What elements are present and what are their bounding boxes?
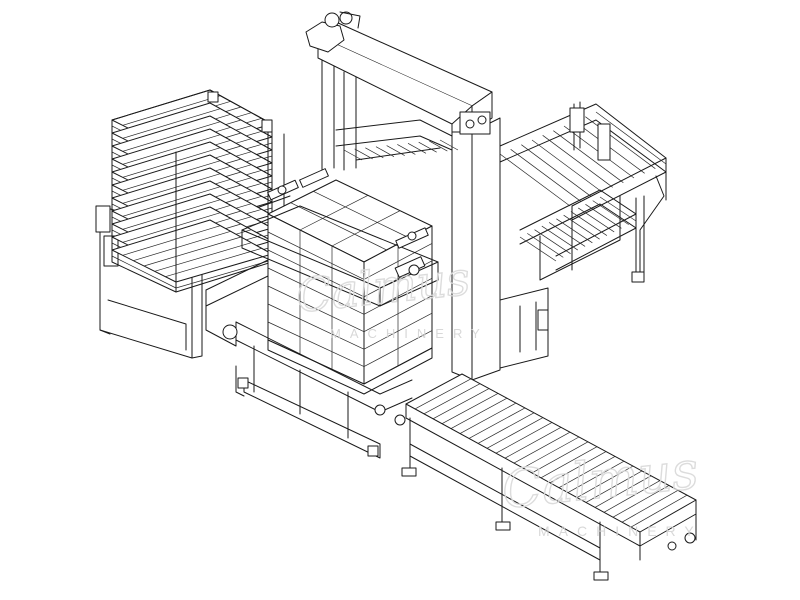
box-edge [299,195,369,231]
box-edge [331,210,401,247]
outfeed-roller [540,446,598,479]
product-stack [241,168,439,395]
pallet-board [122,134,221,165]
rail-roller [386,145,405,156]
pallet-board [122,95,221,126]
outfeed-roller [423,383,481,415]
rail-roller [397,144,416,155]
rail-roller [365,147,384,159]
rail-roller [375,146,395,157]
watermark-tagline: MACHINERY [538,523,703,539]
pallet-board [154,242,252,272]
infeed-roller [592,200,629,225]
box-edge [267,303,365,350]
box-edge [267,231,365,280]
pallet-board [122,147,221,178]
pallet-board [122,121,221,152]
outfeed-roller [585,470,643,503]
infeed-slat [542,135,613,188]
infeed-roller [585,203,622,229]
outfeed-roller [612,485,670,518]
outfeed-roller [504,427,562,459]
outfeed-roller-conveyor [401,373,697,581]
infeed-slat [521,144,592,197]
box-edge [313,191,410,239]
infeed-roller [527,233,564,258]
outfeed-roller [459,402,517,434]
infeed-roller [548,222,586,247]
pallet-board [122,160,221,191]
outfeed-roller [450,397,508,429]
infeed-slat [585,116,656,169]
infeed-roller [570,211,608,236]
pallet-edge [111,255,177,289]
infeed-slat [499,153,571,207]
infeed-roller [556,218,593,244]
outfeed-roller [594,475,652,508]
rail-roller [354,148,373,160]
outfeed-roller [468,407,526,439]
outfeed-roller [630,494,688,528]
rail-roller [439,139,459,151]
infeed-conveyor [499,101,667,283]
box-edge [267,249,365,298]
outfeed-roller [621,490,679,523]
pallet-board [165,247,262,278]
box-edge [267,267,365,315]
pallet-edge [175,259,273,289]
outfeed-roller [441,393,499,425]
infeed-slat [531,139,603,193]
infeed-roller [577,207,615,233]
outfeed-roller [432,388,490,420]
outfeed-roller [531,441,589,474]
infeed-roller [519,236,557,262]
outfeed-roller [477,412,535,444]
infeed-roller [563,214,600,240]
outfeed-roller [567,460,625,493]
pallet-board [122,186,221,217]
outfeed-roller [522,436,580,469]
infeed-roller [599,196,637,222]
box-edge [290,202,387,251]
box-edge [267,321,365,367]
outfeed-roller [414,378,472,410]
box-edge [267,285,365,333]
rail-roller [407,143,427,154]
pallet-board [143,236,242,267]
outfeed-roller [576,465,634,498]
rail-roller [429,140,448,152]
outfeed-roller [549,451,607,484]
outfeed-roller [513,431,571,464]
pallet-board [122,199,221,230]
watermark-tagline: MACHINERY [330,326,489,341]
infeed-roller [541,225,579,251]
infeed-roller [534,229,571,255]
transfer-conveyor [205,259,413,459]
pallet-board [122,212,221,243]
outfeed-roller [558,456,616,488]
infeed-slat [510,149,581,202]
outfeed-roller [495,422,553,454]
pallet-board [133,230,231,262]
outfeed-roller [603,480,661,513]
pallet-board [122,108,221,139]
infeed-slat [595,111,667,165]
rail-roller [418,141,437,153]
pallet-board [122,225,221,256]
pallet-magazine [95,89,291,359]
outfeed-roller [486,417,544,449]
infeed-slat [553,130,624,183]
rail-roller [343,149,363,161]
pallet-board [122,173,221,204]
